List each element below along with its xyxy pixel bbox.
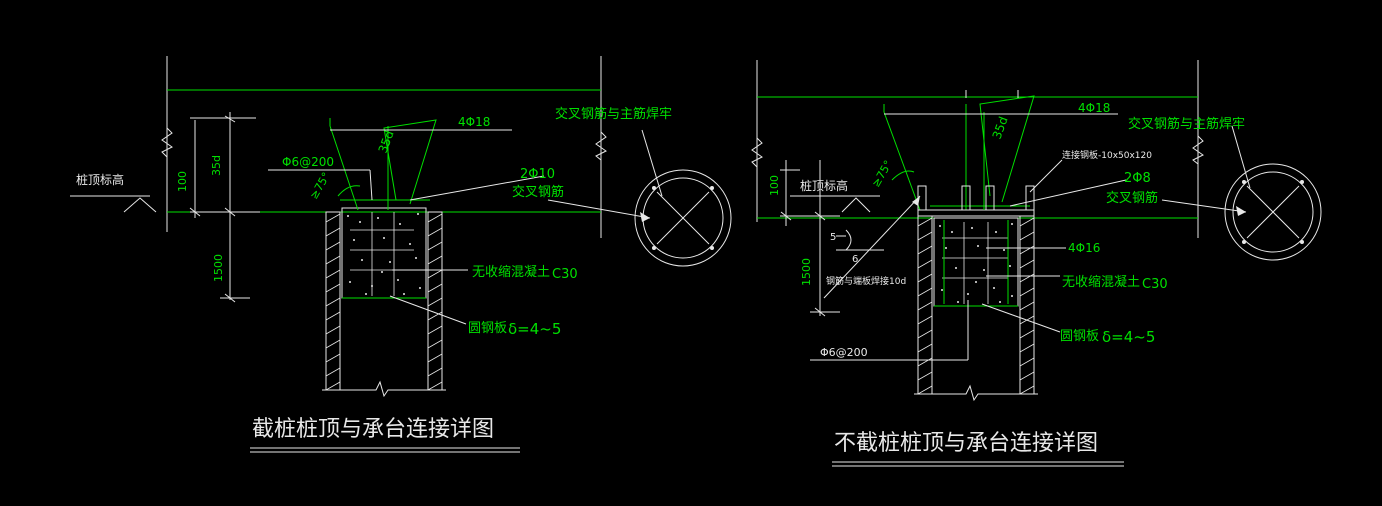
right-dim-100: 100 [768,175,781,196]
right-title: 不截桩桩顶与承台连接详图 [834,431,1098,456]
left-concrete-grade: C30 [552,267,578,282]
left-concrete-label: 无收缩混凝土 [472,264,550,280]
left-title: 截桩桩顶与承台连接详图 [252,417,494,442]
left-plate-label: 圆钢板 [468,321,507,336]
right-section-circle [1224,163,1322,261]
right-plate-label: 圆钢板 [1060,329,1099,344]
right-weld-6: 6 [852,254,858,265]
left-main-bars: 4Φ18 [458,115,490,129]
right-conn-plate: 连接钢板-10x50x120 [1062,149,1152,161]
right-leaders [981,125,1251,333]
right-weld-note: 交叉钢筋与主筋焊牢 [1128,116,1245,132]
left-dim-100: 100 [176,171,189,192]
right-main-bars: 4Φ18 [1078,101,1110,115]
right-dimensions [780,160,969,361]
left-dim-1500: 1500 [212,254,225,282]
right-weld-len: 钢筋与端板焊接10d [826,275,906,287]
left-section-circle [634,169,732,267]
left-leaders [389,129,663,325]
right-concrete-core [933,217,1019,307]
right-rebars [883,90,1118,211]
right-dim-1500: 1500 [800,258,813,286]
right-cross-bar-size: 2Φ8 [1124,171,1151,186]
left-plate-thk: δ=4~5 [508,320,561,338]
right-pile-bars: 4Φ16 [1068,241,1100,255]
left-rebars [329,118,512,211]
right-label-pile-top: 桩顶标高 [800,178,848,193]
left-label-pile-top: 桩顶标高 [76,172,124,187]
left-weld-note: 交叉钢筋与主筋焊牢 [555,106,672,122]
right-stirrup-label: Φ6@200 [820,346,868,359]
left-pile-tube [322,211,446,398]
right-weld-5: 5 [830,232,836,243]
left-dimensions [70,112,373,303]
left-concrete-core [341,207,427,299]
right-concrete-label: 无收缩混凝土 [1062,274,1140,290]
left-cross-bar-name: 交叉钢筋 [512,184,564,200]
right-cross-bar-name: 交叉钢筋 [1106,190,1158,206]
left-stirrup-label: Φ6@200 [282,155,334,169]
left-dim-35d: 35d [210,155,223,176]
right-detail: 桩顶标高 100 1500 ≥75° 35d 4Φ18 交叉钢筋与主筋焊牢 连接… [751,60,1322,467]
right-plate-thk: δ=4~5 [1102,328,1155,346]
right-concrete-grade: C30 [1142,277,1168,292]
left-cross-bar-size: 2Φ10 [520,167,555,182]
